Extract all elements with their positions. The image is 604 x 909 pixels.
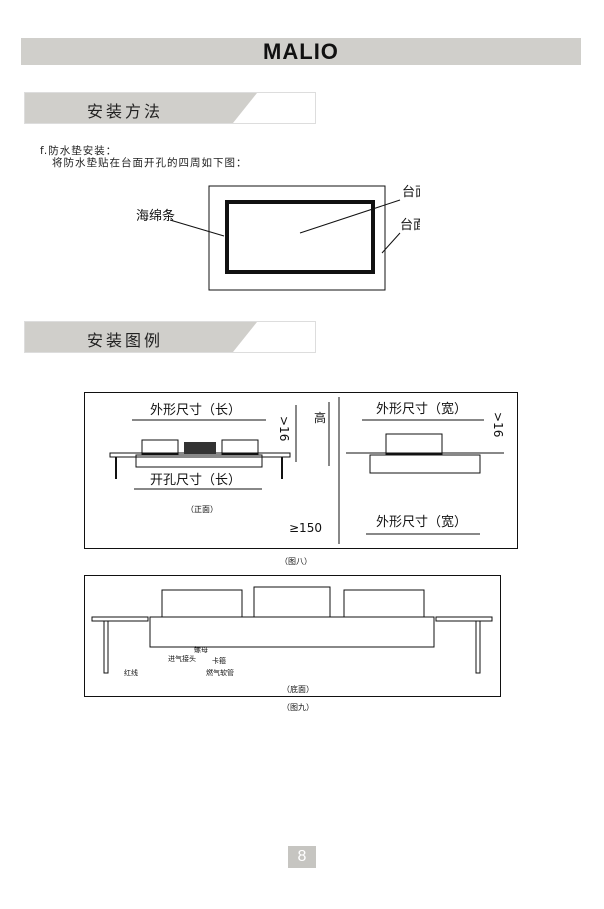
section-title: 安装方法: [87, 102, 164, 121]
outer-length: 外形尺寸（长）: [150, 403, 241, 418]
cut-length: 开孔尺寸（长）: [150, 473, 241, 488]
header-bar: MALIO: [21, 38, 581, 65]
min150-label: ≥150: [289, 521, 322, 535]
height-label: 高: [314, 410, 326, 425]
section-title: 安装图例: [87, 331, 164, 350]
min16-right: >16: [491, 412, 505, 437]
bottom-view: （底面）: [282, 684, 314, 694]
waterproof-pad-diagram: 海绵条 台面开口 台面: [136, 185, 420, 291]
label-nut: 螺母: [194, 645, 208, 654]
section-header-install-diagram: 安装图例: [24, 321, 316, 353]
step-title: f.防水垫安装：: [40, 145, 118, 157]
label-red-line: 红线: [124, 668, 138, 677]
figure-8-dimensions: >16 高 外形尺寸（长） 开孔尺寸（长） （正面） 外形尺寸（宽） 外形尺寸（…: [84, 392, 518, 566]
step-text: 将防水垫贴在台面开孔的四周如下图：: [52, 157, 248, 169]
label-sponge: 海绵条: [136, 208, 175, 224]
figure-8-caption: （图八）: [280, 557, 312, 566]
label-clamp: 卡箍: [212, 656, 226, 665]
front-view: （正面）: [186, 505, 218, 514]
brand-logo: MALIO: [263, 39, 339, 64]
min16-left: >16: [277, 416, 291, 441]
page-number: 8: [288, 846, 316, 868]
outer-width-top: 外形尺寸（宽）: [376, 401, 467, 417]
outer-width-bottom: 外形尺寸（宽）: [376, 514, 467, 530]
section-header-install-method: 安装方法: [24, 92, 316, 124]
label-hose: 燃气软管: [206, 668, 234, 677]
figure-9-bottom-view: 进气接头 红线 螺母 卡箍 燃气软管 （底面） （图九）: [84, 575, 501, 712]
label-inlet: 进气接头: [168, 654, 196, 663]
label-countertop: 台面: [400, 218, 420, 233]
label-cutout: 台面开口: [402, 185, 420, 200]
figure-9-caption: （图九）: [282, 703, 314, 712]
